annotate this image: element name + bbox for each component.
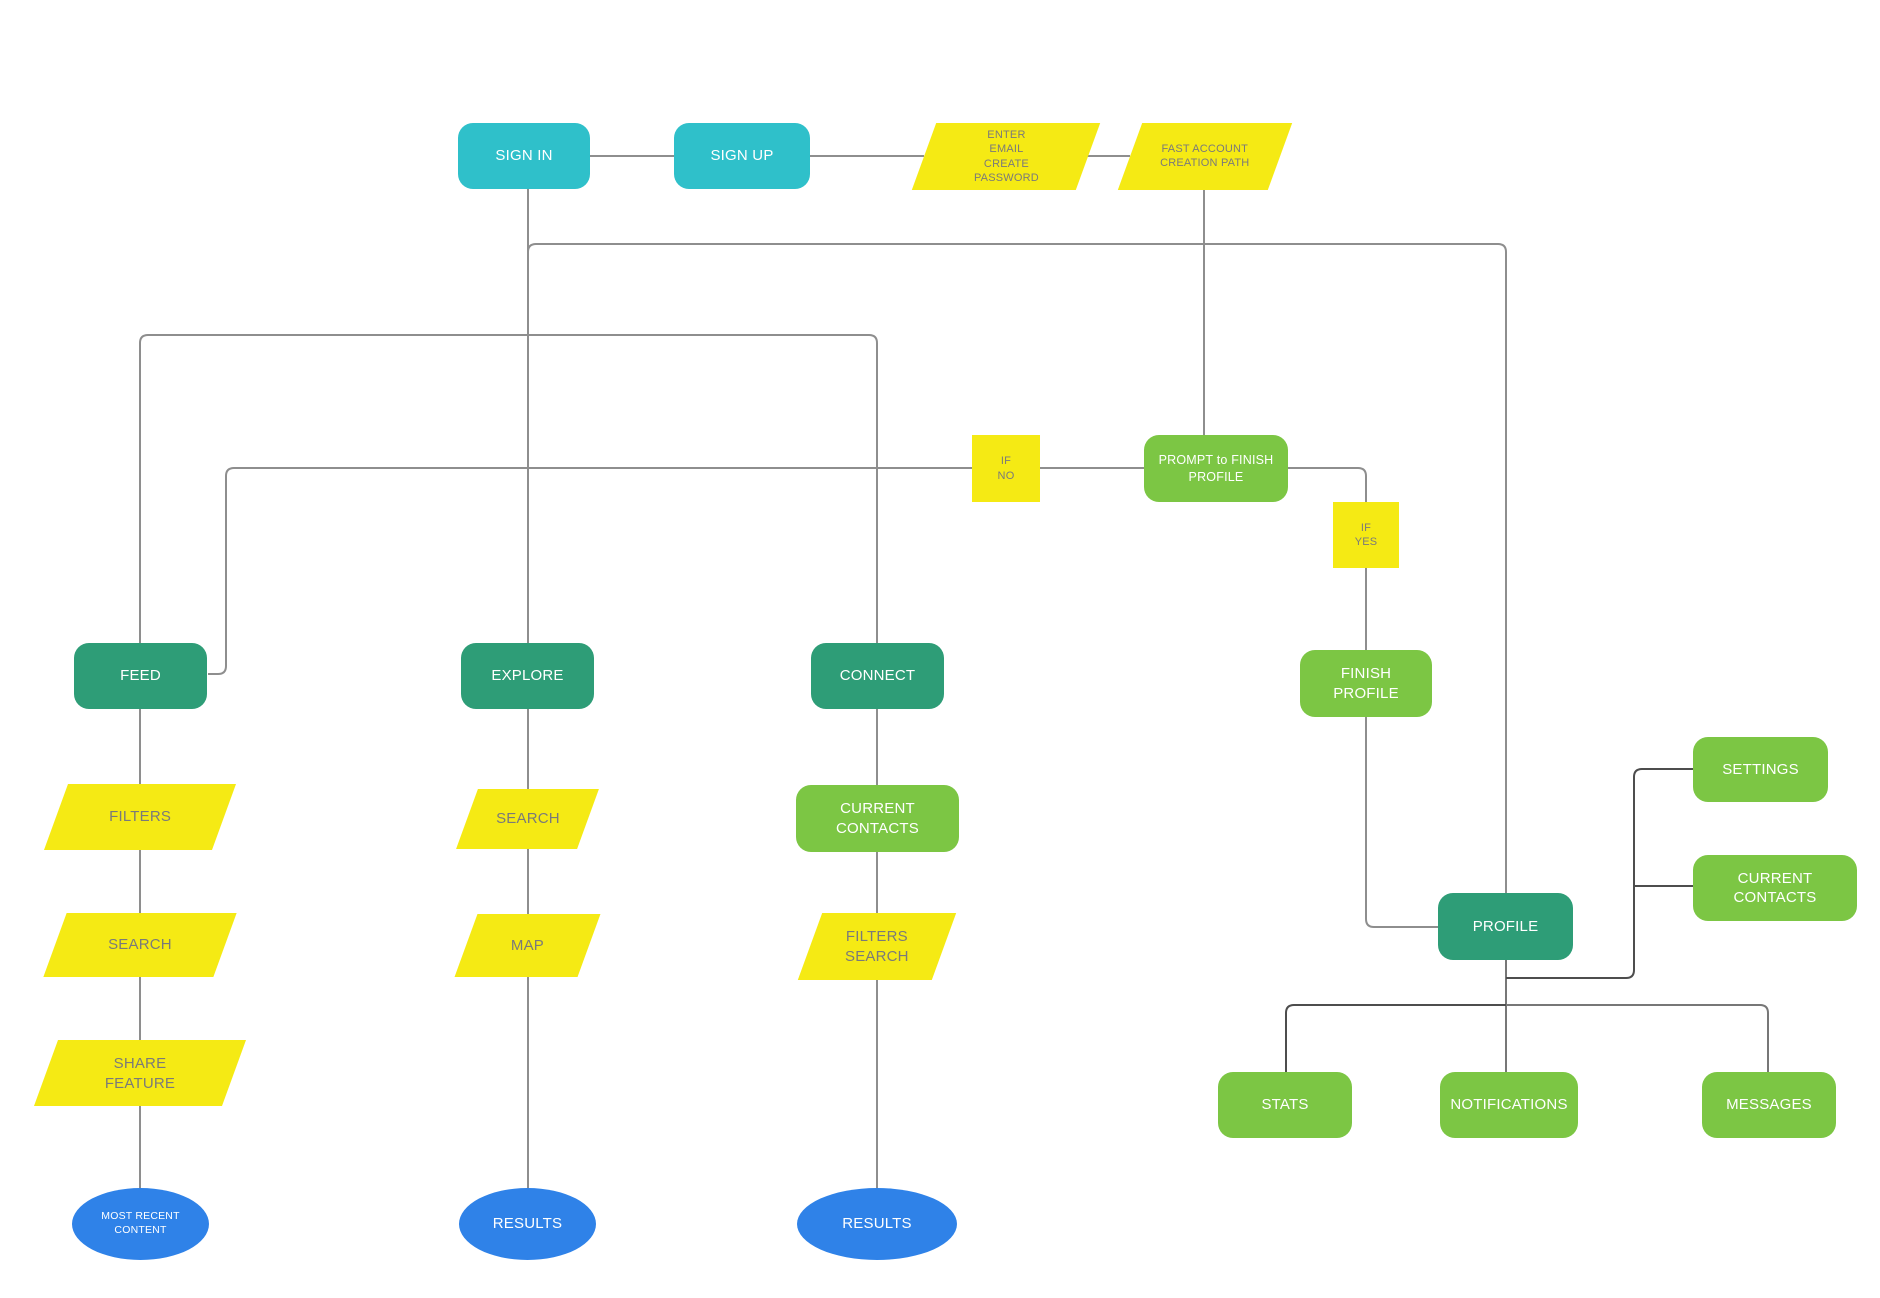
node-feed-label: FEED: [120, 667, 161, 685]
node-messages[interactable]: MESSAGES: [1702, 1072, 1836, 1138]
edge-finishprofile-profile: [1365, 717, 1438, 928]
node-finish-profile[interactable]: FINISH PROFILE: [1300, 650, 1432, 717]
edge-signin-profile: [527, 243, 1507, 893]
node-connect[interactable]: CONNECT: [811, 643, 944, 709]
node-share-feature-label: SHARE FEATURE: [104, 1054, 176, 1092]
node-connect-label: CONNECT: [839, 667, 916, 685]
node-enter-email-label: ENTER EMAIL CREATE PASSWORD: [973, 128, 1039, 184]
node-prompt-label: PROMPT to FINISH PROFILE: [1158, 453, 1274, 484]
node-profile-current-contacts[interactable]: CURRENT CONTACTS: [1693, 855, 1857, 921]
node-if-no-label: IF NO: [997, 455, 1015, 482]
node-connect-current-contacts-label: CURRENT CONTACTS: [836, 800, 919, 837]
node-fast-account-label: FAST ACCOUNT CREATION PATH: [1160, 143, 1250, 170]
node-settings-label: SETTINGS: [1722, 760, 1799, 778]
node-connect-current-contacts[interactable]: CURRENT CONTACTS: [796, 785, 959, 852]
node-feed-filters-label: FILTERS: [109, 808, 171, 826]
node-finish-profile-label: FINISH PROFILE: [1333, 665, 1399, 702]
node-map-label: MAP: [510, 936, 545, 954]
node-share-feature[interactable]: SHARE FEATURE: [33, 1040, 247, 1106]
edge-signin-feed-connect: [139, 334, 878, 643]
edge-profile-stats: [1285, 1004, 1506, 1072]
node-connect-results[interactable]: RESULTS: [797, 1188, 957, 1260]
edge-profile-messages: [1506, 1004, 1769, 1072]
node-explore-results[interactable]: RESULTS: [459, 1188, 596, 1260]
edge-prompt-ifno-feed: [208, 467, 1144, 675]
node-profile-label: PROFILE: [1472, 917, 1539, 935]
node-connect-filters-search[interactable]: FILTERS SEARCH: [797, 913, 957, 980]
node-feed-search-label: SEARCH: [108, 936, 172, 954]
node-messages-label: MESSAGES: [1726, 1096, 1812, 1114]
node-connect-filters-search-label: FILTERS SEARCH: [845, 928, 909, 965]
edge-profile-settings: [1506, 768, 1693, 979]
node-explore-label: EXPLORE: [491, 667, 564, 685]
node-most-recent-content-label: MOST RECENT CONTENT: [101, 1210, 180, 1236]
node-notifications[interactable]: NOTIFICATIONS: [1440, 1072, 1578, 1138]
node-enter-email-create-password[interactable]: ENTER EMAIL CREATE PASSWORD: [911, 123, 1101, 190]
node-profile-current-contacts-label: CURRENT CONTACTS: [1733, 869, 1817, 907]
node-if-no[interactable]: IF NO: [972, 435, 1040, 502]
edge-prompt-ifyes: [1288, 467, 1367, 502]
node-prompt-to-finish-profile[interactable]: PROMPT to FINISH PROFILE: [1144, 435, 1288, 502]
node-notifications-label: NOTIFICATIONS: [1450, 1096, 1568, 1114]
node-sign-up-label: SIGN UP: [710, 147, 774, 165]
node-if-yes-label: IF YES: [1354, 521, 1378, 548]
node-most-recent-content[interactable]: MOST RECENT CONTENT: [72, 1188, 209, 1260]
node-feed[interactable]: FEED: [74, 643, 207, 709]
node-sign-in[interactable]: SIGN IN: [458, 123, 590, 189]
node-sign-in-label: SIGN IN: [495, 147, 553, 165]
node-fast-account-creation-path[interactable]: FAST ACCOUNT CREATION PATH: [1117, 123, 1293, 190]
node-if-yes[interactable]: IF YES: [1333, 502, 1399, 568]
node-profile[interactable]: PROFILE: [1438, 893, 1573, 960]
node-explore-search[interactable]: SEARCH: [456, 789, 599, 849]
node-explore-search-label: SEARCH: [495, 810, 560, 828]
node-stats-label: STATS: [1261, 1096, 1309, 1114]
node-map[interactable]: MAP: [454, 914, 601, 977]
node-explore-results-label: RESULTS: [492, 1215, 563, 1233]
node-feed-search[interactable]: SEARCH: [43, 913, 237, 977]
node-connect-results-label: RESULTS: [842, 1215, 912, 1233]
node-feed-filters[interactable]: FILTERS: [43, 784, 237, 850]
node-stats[interactable]: STATS: [1218, 1072, 1352, 1138]
node-explore[interactable]: EXPLORE: [461, 643, 594, 709]
node-settings[interactable]: SETTINGS: [1693, 737, 1828, 802]
node-sign-up[interactable]: SIGN UP: [674, 123, 810, 189]
